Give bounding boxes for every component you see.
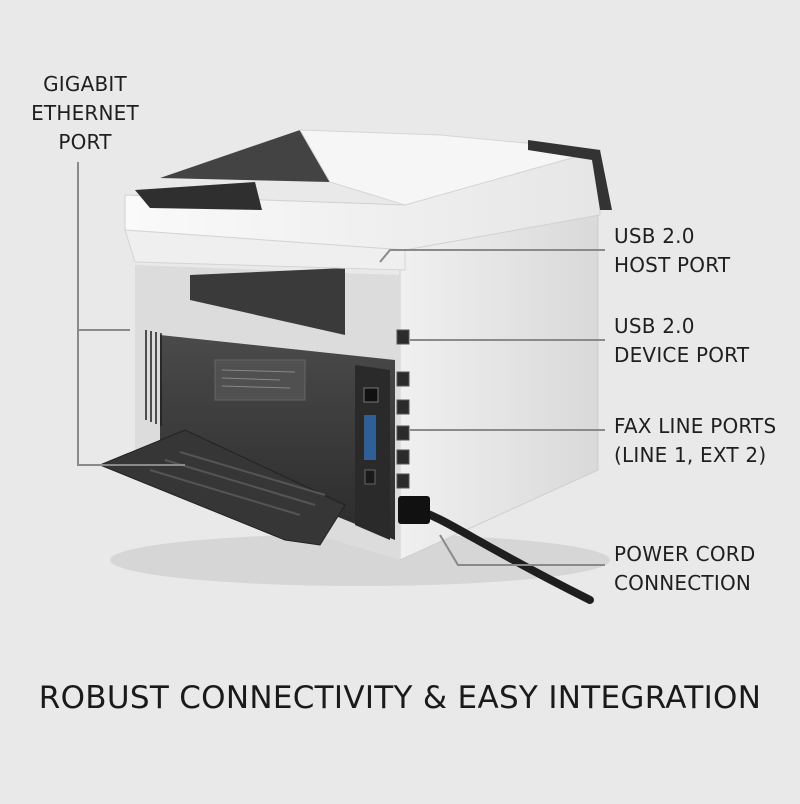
callout-power-cord: POWER CORD CONNECTION [614,540,755,598]
power-plug [398,496,430,524]
rear-vents [145,330,162,426]
callout-power-line-2: CONNECTION [614,571,752,595]
usb-small-port [364,469,376,485]
callout-fax-line-ports: FAX LINE PORTS (LINE 1, EXT 2) [614,412,776,470]
tagline-heading: ROBUST CONNECTIVITY & EASY INTEGRATION [38,680,762,716]
callout-usb-device-line-2: DEVICE PORT [614,343,750,367]
callout-usb-host-line-2: HOST PORT [614,253,731,277]
paper-output-tray [190,268,345,335]
callout-fax-line-2: (LINE 1, EXT 2) [614,443,767,467]
callout-usb-device-port: USB 2.0 DEVICE PORT [614,312,749,370]
callout-ethernet-line-3: PORT [58,130,112,154]
callout-usb-host-port: USB 2.0 HOST PORT [614,222,730,280]
ethernet-port [363,387,379,403]
callout-power-line-1: POWER CORD [614,542,756,566]
callout-fax-line-1: FAX LINE PORTS [614,414,777,438]
document-feeder-lid [299,129,601,206]
adf-input-tray [135,182,262,210]
rear-door-tray [98,429,346,546]
callout-ethernet-line-2: ETHERNET [31,101,139,125]
scanner-lower-strip [124,229,406,271]
usb-blue-port [364,415,376,460]
callout-ethernet-line-1: GIGABIT [43,72,127,96]
rear-label [214,359,306,401]
feeder-handle [528,140,612,210]
callout-ethernet-port: GIGABIT ETHERNET PORT [30,70,140,157]
callout-usb-host-line-1: USB 2.0 [614,224,695,248]
side-ports [396,329,410,489]
callout-usb-device-line-1: USB 2.0 [614,314,695,338]
callout-lines [77,162,605,566]
